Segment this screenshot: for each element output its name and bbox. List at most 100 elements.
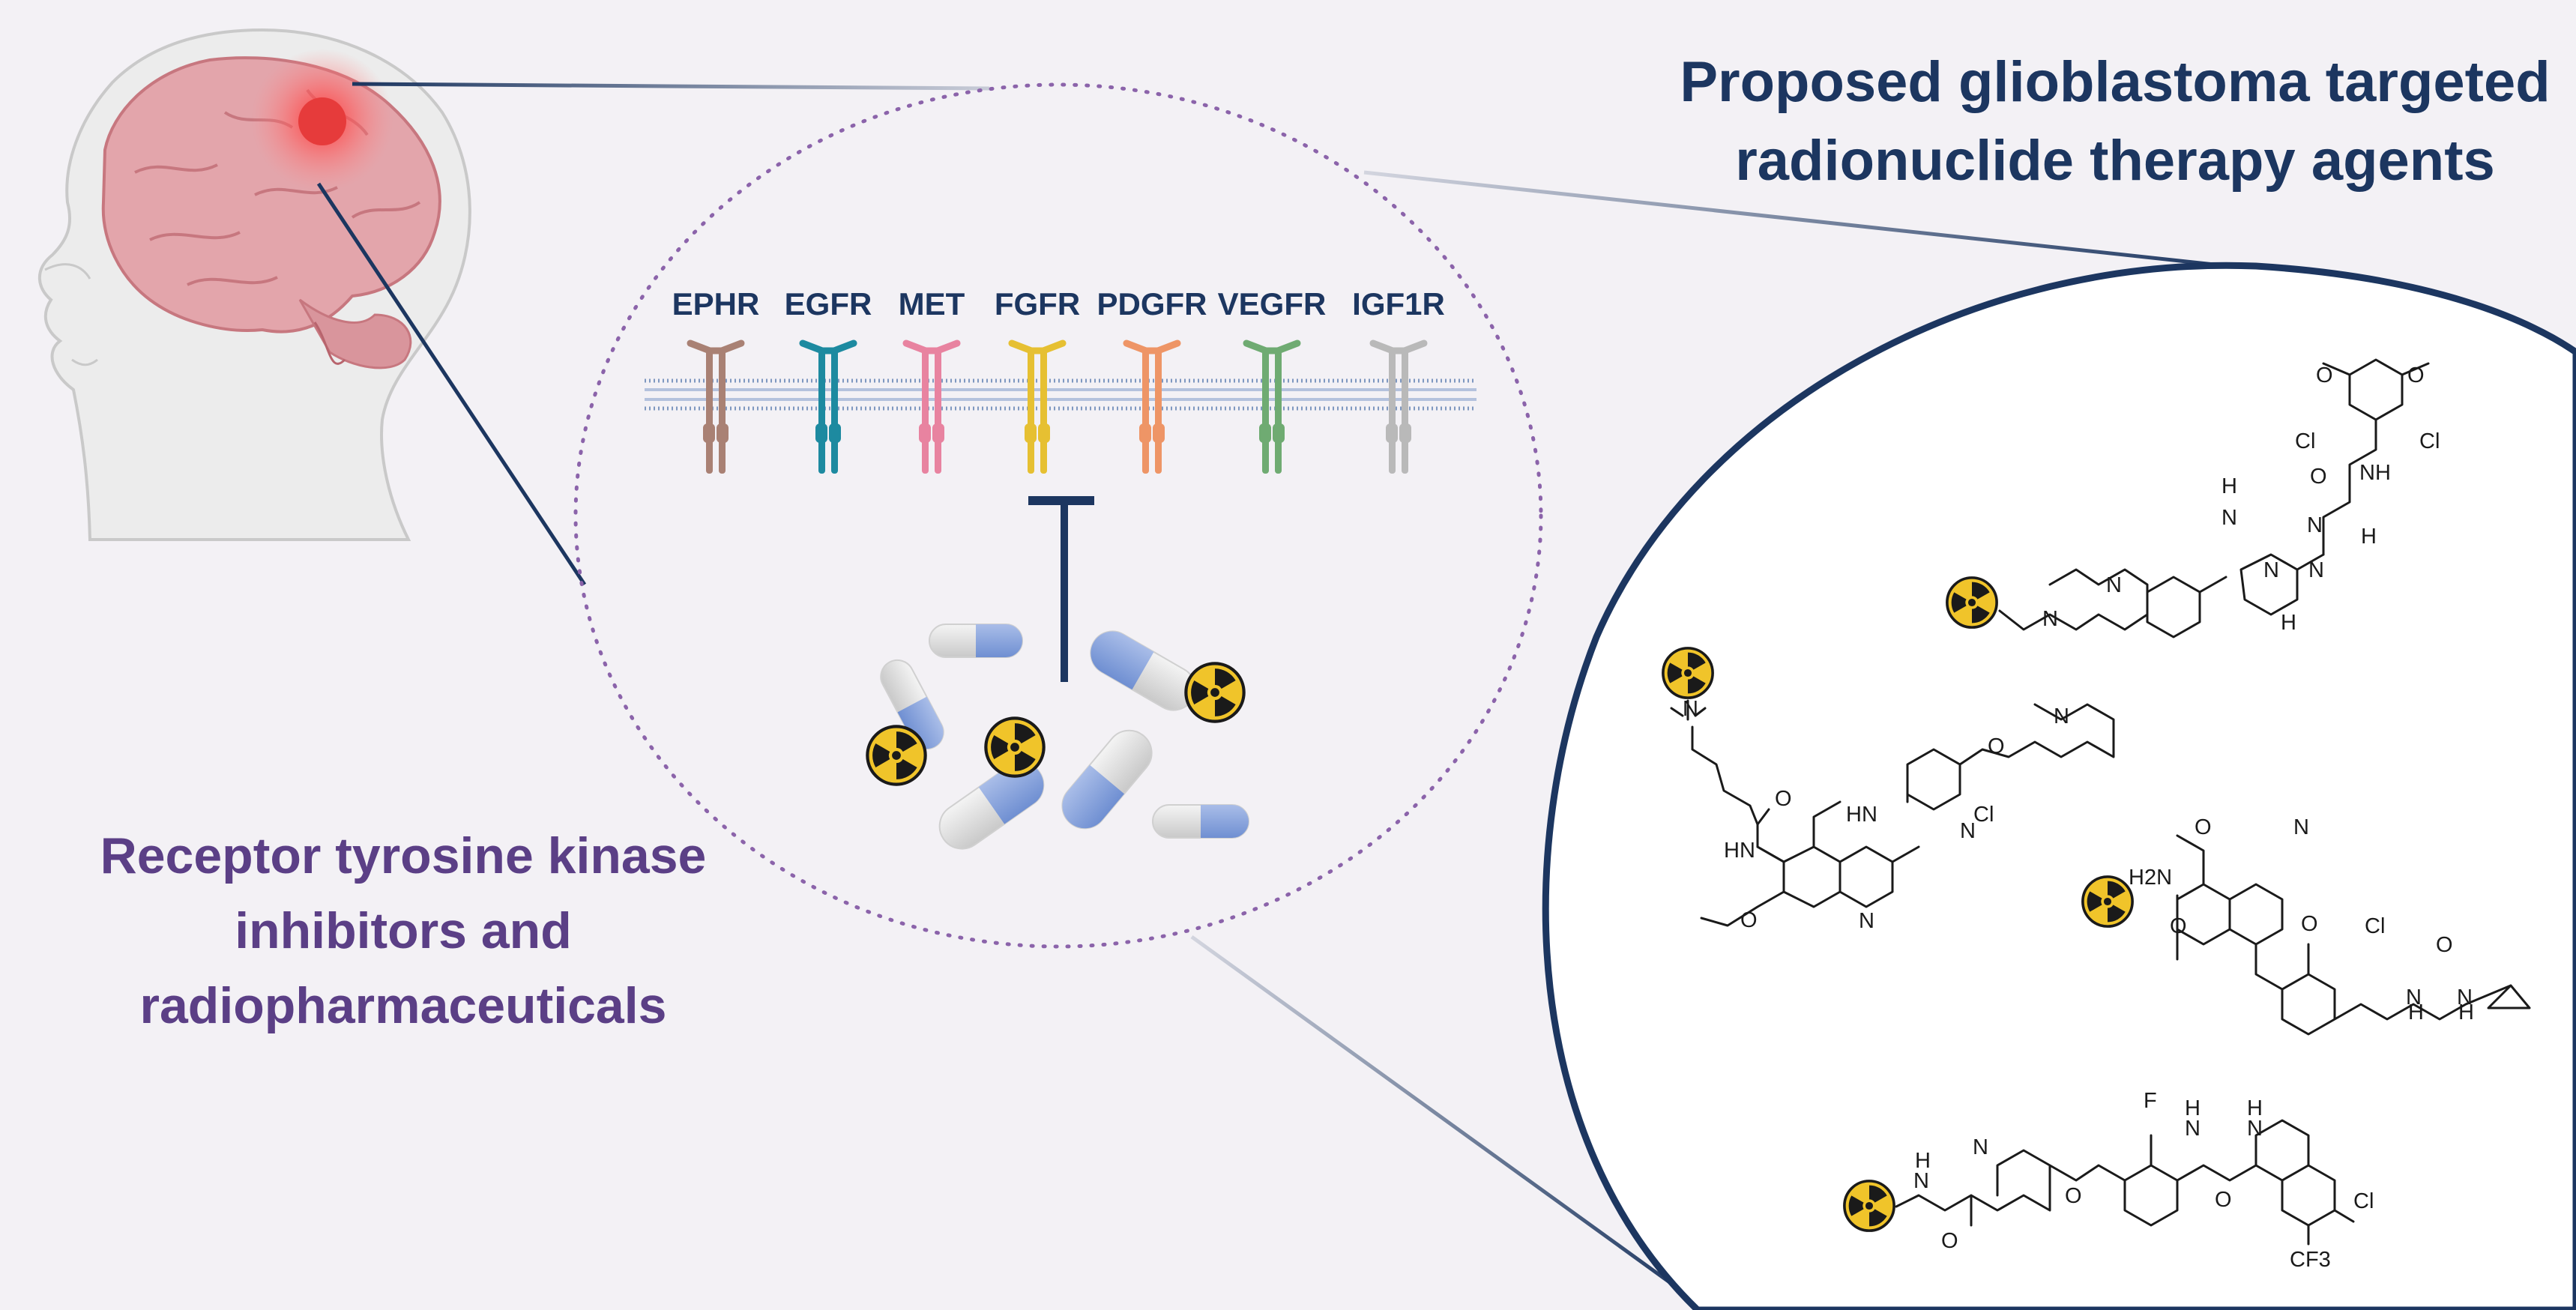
capsule-icon [929, 624, 1023, 658]
receptor-part [1028, 349, 1034, 474]
right-title-line2: radionuclide therapy agents [1735, 129, 2495, 193]
radioactive-icon [1945, 576, 1998, 630]
capsule-group [866, 624, 1249, 850]
atom-label: O [1740, 908, 1758, 932]
inhibition-icon [1028, 496, 1094, 682]
atom-label: H [2458, 1000, 2474, 1024]
atom-label: O [2407, 363, 2425, 387]
receptor-part [1399, 423, 1411, 443]
radioactive-icon [2081, 875, 2134, 929]
atom-label: O [2170, 914, 2187, 938]
atom-label: N [2106, 573, 2122, 597]
compound-4: H N O N O F H N O H N Cl CF3 [1842, 1089, 2374, 1272]
receptor-part [932, 423, 944, 443]
atom-label: H [1915, 1149, 1931, 1173]
receptor-part [703, 423, 715, 443]
receptor-part [1259, 423, 1271, 443]
receptor-part [935, 349, 941, 474]
atom-label: HN [1846, 803, 1877, 827]
atom-label: CF3 [2290, 1248, 2331, 1272]
atom-label: N [2307, 513, 2323, 537]
receptor-label-vegfr: VEGFR [1218, 286, 1327, 322]
cell-membrane [645, 378, 1476, 411]
receptor-icon [1008, 339, 1067, 474]
compound-panel: N N H N N N H N H O NH Cl Cl O O N O HN [1542, 262, 2576, 1310]
atom-label: O [2436, 933, 2453, 957]
receptor-part [902, 339, 961, 354]
receptor-part [1389, 349, 1396, 474]
radioactive-icon [1184, 663, 1244, 722]
atom-label: H [2185, 1096, 2201, 1120]
compound-2: N O HN O N HN N Cl O N [1661, 647, 2115, 933]
left-title-line3: radiopharmaceuticals [140, 977, 667, 1034]
receptor-label-ephr: EPHR [672, 286, 760, 322]
atom-label: Cl [2353, 1189, 2374, 1213]
atom-label: N [2042, 607, 2058, 631]
atom-label: N [2263, 558, 2279, 582]
zoom-circle [573, 82, 1543, 949]
atom-label: H [2408, 1000, 2424, 1024]
atom-label: N [2054, 704, 2069, 728]
right-title-line1: Proposed glioblastoma targeted [1680, 50, 2550, 114]
left-title-line2: inhibitors and [235, 902, 572, 959]
receptor-part [1153, 423, 1165, 443]
atom-label: O [2301, 912, 2318, 936]
capsule-icon [880, 659, 944, 750]
tumor-spot [298, 97, 346, 145]
receptor-part [829, 423, 841, 443]
receptor-part [1155, 349, 1162, 474]
radioactive-icon [1661, 647, 1714, 700]
atom-label: N [2247, 1117, 2263, 1141]
compound-1: N N H N N N H N H O NH Cl Cl O O [1945, 358, 2440, 639]
receptor-icon [687, 339, 745, 474]
atom-label: Cl [2365, 914, 2385, 938]
left-title-line1: Receptor tyrosine kinase [100, 827, 707, 884]
atom-label: N [2308, 558, 2324, 582]
receptor-label-igf1r: IGF1R [1352, 286, 1445, 322]
receptor-part [1262, 349, 1269, 474]
receptor-part [919, 423, 931, 443]
atom-label: H [2281, 611, 2296, 635]
receptor-label-egfr: EGFR [785, 286, 872, 322]
receptor-part [815, 423, 827, 443]
atom-label: O [2215, 1188, 2232, 1212]
atom-label: H2N [2129, 866, 2172, 890]
receptor-part [1123, 339, 1181, 354]
atom-label: O [2195, 815, 2212, 839]
receptor-part [1275, 349, 1282, 474]
radioactive-icon [1842, 1180, 1895, 1233]
atom-label: N [1859, 909, 1874, 933]
receptor-icon [902, 339, 961, 474]
atom-label: N [1960, 819, 1976, 843]
radioactive-icon [866, 726, 926, 785]
receptor-part [1386, 423, 1398, 443]
left-title: Receptor tyrosine kinase inhibitors and … [100, 827, 707, 1034]
receptor-label-pdgfr: PDGFR [1097, 286, 1207, 322]
head-brain-icon [37, 28, 471, 541]
atom-label: O [1941, 1229, 1958, 1253]
receptor-row: EPHR EGFR MET FGFR PDGFR VEGFR IGF1R [672, 286, 1445, 474]
receptor-part [1038, 423, 1050, 443]
atom-label: N [1913, 1169, 1929, 1193]
receptor-part [922, 349, 929, 474]
atom-label: HN [1724, 839, 1755, 863]
atom-label: N [1683, 697, 1698, 721]
receptor-part [687, 339, 745, 354]
atom-label: N [2406, 985, 2422, 1009]
receptor-part [717, 423, 729, 443]
atom-label: H [2221, 474, 2237, 498]
capsule-icon [1061, 729, 1153, 830]
receptor-part [1402, 349, 1408, 474]
atom-label: H [2247, 1096, 2263, 1120]
receptor-icon [1243, 339, 1301, 474]
atom-label: Cl [2295, 429, 2315, 453]
receptor-icon [799, 339, 857, 474]
radioactive-icon [984, 718, 1044, 777]
capsule-icon [938, 761, 1045, 850]
connector-lines [316, 82, 2249, 1305]
receptor-part [1369, 339, 1428, 354]
receptor-label-met: MET [899, 286, 965, 322]
atom-label: N [2221, 506, 2237, 530]
receptor-icon [1123, 339, 1181, 474]
atom-label: N [2293, 815, 2309, 839]
